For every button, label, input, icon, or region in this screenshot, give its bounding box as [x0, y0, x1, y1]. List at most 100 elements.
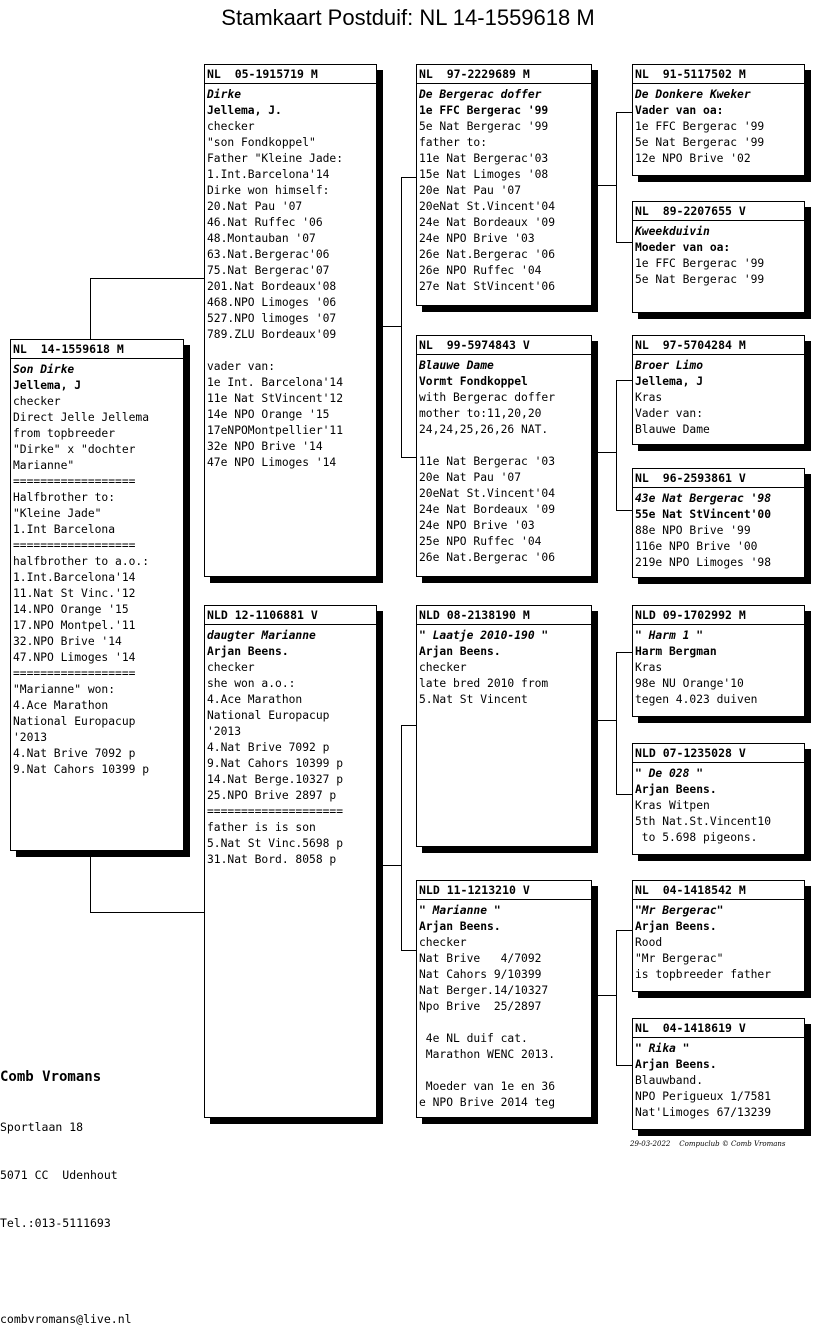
info-line: 15e Nat Limoges '08 [419, 168, 549, 181]
connector-line [401, 725, 402, 950]
ring-number: NLD 11-1213210 V [417, 882, 591, 900]
connector-line [401, 725, 417, 726]
info-line: 11.Nat St Vinc.'12 [13, 587, 136, 600]
info-line: 4e NL duif cat. [419, 1032, 528, 1045]
connector-line [616, 380, 633, 381]
info-line: 47.NPO Limoges '14 [13, 651, 136, 664]
owner-name: Comb Vromans [0, 1069, 102, 1085]
info-line: 14e NPO Orange '15 [207, 408, 330, 421]
breeder-line: 55e Nat StVincent'00 [635, 508, 772, 521]
connector-line [383, 865, 401, 866]
info-line: '2013 [207, 725, 242, 738]
connector-line [401, 177, 402, 457]
info-line: 1.Int Barcelona [13, 523, 116, 536]
info-line: 11e Nat StVincent'12 [207, 392, 344, 405]
connector-line [616, 380, 617, 510]
ring-number: NLD 08-2138190 M [417, 607, 591, 625]
info-line: tegen 4.023 duiven [635, 693, 758, 706]
info-line: Kras [635, 661, 663, 674]
info-line: 5e Nat Bergerac '99 [635, 273, 765, 286]
info-line: ================== [13, 667, 136, 680]
info-line: "Kleine Jade" [13, 507, 102, 520]
ring-number: NLD 07-1235028 V [633, 745, 804, 763]
info-line: ==================== [207, 805, 344, 818]
pigeon-name: daugter Marianne [207, 629, 316, 642]
info-line: halfbrother to a.o.: [13, 555, 150, 568]
pigeon-name: " Rika " [635, 1042, 690, 1055]
info-line: 46.Nat Ruffec '06 [207, 216, 323, 229]
info-line: 75.Nat Bergerac'07 [207, 264, 330, 277]
breeder-line: 1e FFC Bergerac '99 [419, 104, 549, 117]
ring-number: NL 89-2207655 V [633, 203, 804, 221]
info-line: 98e NU Orange'10 [635, 677, 744, 690]
info-line: father is is son [207, 821, 316, 834]
info-line: 48.Montauban '07 [207, 232, 316, 245]
owner-street: Sportlaan 18 [0, 1120, 84, 1134]
ring-number: NL 91-5117502 M [633, 66, 804, 84]
info-line: 25e NPO Ruffec '04 [419, 535, 542, 548]
breeder-line: Arjan Beens. [635, 783, 717, 796]
info-line: 1e FFC Bergerac '99 [635, 257, 765, 270]
info-line: Dirke won himself: [207, 184, 330, 197]
info-line: Nat'Limoges 67/13239 [635, 1106, 772, 1119]
connector-line [90, 850, 91, 912]
pigeon-name: Blauwe Dame [419, 359, 494, 372]
info-line: ================== [13, 475, 136, 488]
info-line: 5e Nat Bergerac '99 [635, 136, 765, 149]
info-line: 32.NPO Brive '14 [13, 635, 122, 648]
info-line: Npo Brive 25/2897 [419, 1000, 542, 1013]
info-line: 789.ZLU Bordeaux'09 [207, 328, 337, 341]
info-line: "Mr Bergerac" [635, 952, 724, 965]
ring-number: NLD 09-1702992 M [633, 607, 804, 625]
pigeon-name: Broer Limo [635, 359, 704, 372]
info-line: 47e NPO Limoges '14 [207, 456, 337, 469]
ring-number: NL 04-1418542 M [633, 882, 804, 900]
ring-number: NL 99-5974843 V [417, 337, 591, 355]
info-line: 14.Nat Berge.10327 p [207, 773, 344, 786]
info-line: late bred 2010 from [419, 677, 549, 690]
owner-city: 5071 CC Udenhout [0, 1168, 118, 1182]
page-title: Stamkaart Postduif: NL 14-1559618 M [221, 5, 595, 30]
info-line: with Bergerac doffer [419, 391, 556, 404]
info-line: she won a.o.: [207, 677, 296, 690]
footer-date: 29-03-2022 [630, 1140, 671, 1148]
info-line: Blauwband. [635, 1074, 704, 1087]
info-line: 9.Nat Cahors 10399 p [13, 763, 150, 776]
info-line: Rood [635, 936, 663, 949]
pigeon-card-mmf: NL 04-1418542 M"Mr Bergerac"Arjan Beens.… [632, 880, 805, 992]
info-line: 14.NPO Orange '15 [13, 603, 129, 616]
info-line: 31.Nat Bord. 8058 p [207, 853, 337, 866]
info-line: 4.Nat Brive 7092 p [13, 747, 136, 760]
info-line: 219e NPO Limoges '98 [635, 556, 772, 569]
connector-line [616, 1065, 633, 1066]
info-line: 27e Nat StVincent'06 [419, 280, 556, 293]
info-line: Nat Berger.14/10327 [419, 984, 549, 997]
pigeon-name: " Marianne " [419, 904, 501, 917]
ring-number: NLD 12-1106881 V [205, 607, 376, 625]
info-line: Father "Kleine Jade: [207, 152, 344, 165]
owner-phone: Tel.:013-5111693 [0, 1216, 111, 1230]
info-line: National Europacup [13, 715, 136, 728]
ring-number: NL 97-2229689 M [417, 66, 591, 84]
breeder-line: Arjan Beens. [635, 1058, 717, 1071]
info-line: 4.Nat Brive 7092 p [207, 741, 330, 754]
info-line: 468.NPO Limoges '06 [207, 296, 337, 309]
info-line: 4.Ace Marathon [207, 693, 303, 706]
pigeon-name: Dirke [207, 88, 242, 101]
connector-line [616, 652, 633, 653]
info-line: 26e NPO Ruffec '04 [419, 264, 542, 277]
info-line: checker [419, 936, 467, 949]
info-line: is topbreeder father [635, 968, 772, 981]
info-line: 11e Nat Bergerac'03 [419, 152, 549, 165]
connector-line [616, 794, 633, 795]
breeder-line: Harm Bergman [635, 645, 717, 658]
ring-number: NL 05-1915719 M [205, 66, 376, 84]
info-line: "Marianne" won: [13, 683, 116, 696]
breeder-line: Moeder van oa: [635, 241, 731, 254]
pigeon-card-mmm: NL 04-1418619 V" Rika "Arjan Beens.Blauw… [632, 1018, 805, 1130]
pigeon-name: De Donkere Kweker [635, 88, 751, 101]
